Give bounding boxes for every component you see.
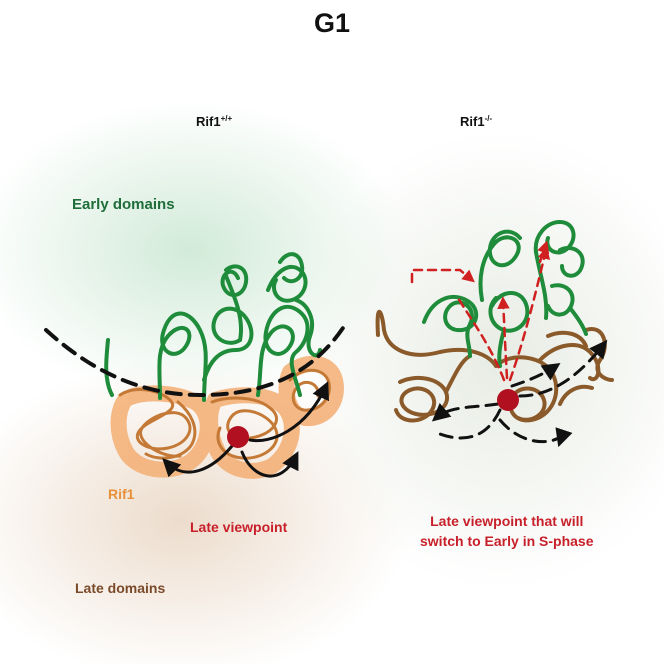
late-viewpoint-label: Late viewpoint [190,519,288,535]
early-domains-label: Early domains [72,196,175,213]
switch-viewpoint-line2: switch to Early in S-phase [420,533,594,549]
diagram-title: G1 [313,8,351,38]
late-domains-label: Late domains [75,580,166,596]
right-panel-heading: Rif1-/- [460,114,492,129]
right-interaction-arrows [431,339,608,448]
switch-viewpoint-label: Late viewpoint that will switch to Early… [420,511,594,551]
left-early-chromatin [104,252,322,402]
left-late-viewpoint-marker [227,426,249,448]
switch-viewpoint-line1: Late viewpoint that will [430,513,584,529]
right-late-viewpoint-marker [497,389,519,411]
left-interaction-arrows [162,381,329,478]
left-late-chromatin [118,368,331,460]
right-heading-text: Rif1 [460,114,485,129]
left-panel-heading: Rif1+/+ [196,114,232,129]
right-dashed-red-arrows [410,240,551,382]
right-heading-genotype: -/- [484,114,493,123]
right-early-chromatin [422,220,588,368]
left-heading-text: Rif1 [196,114,221,129]
left-boundary-dashed-line [44,323,347,398]
rif1-label: Rif1 [108,486,135,502]
left-rif1-coat [110,355,344,479]
left-heading-genotype: +/+ [220,114,233,123]
